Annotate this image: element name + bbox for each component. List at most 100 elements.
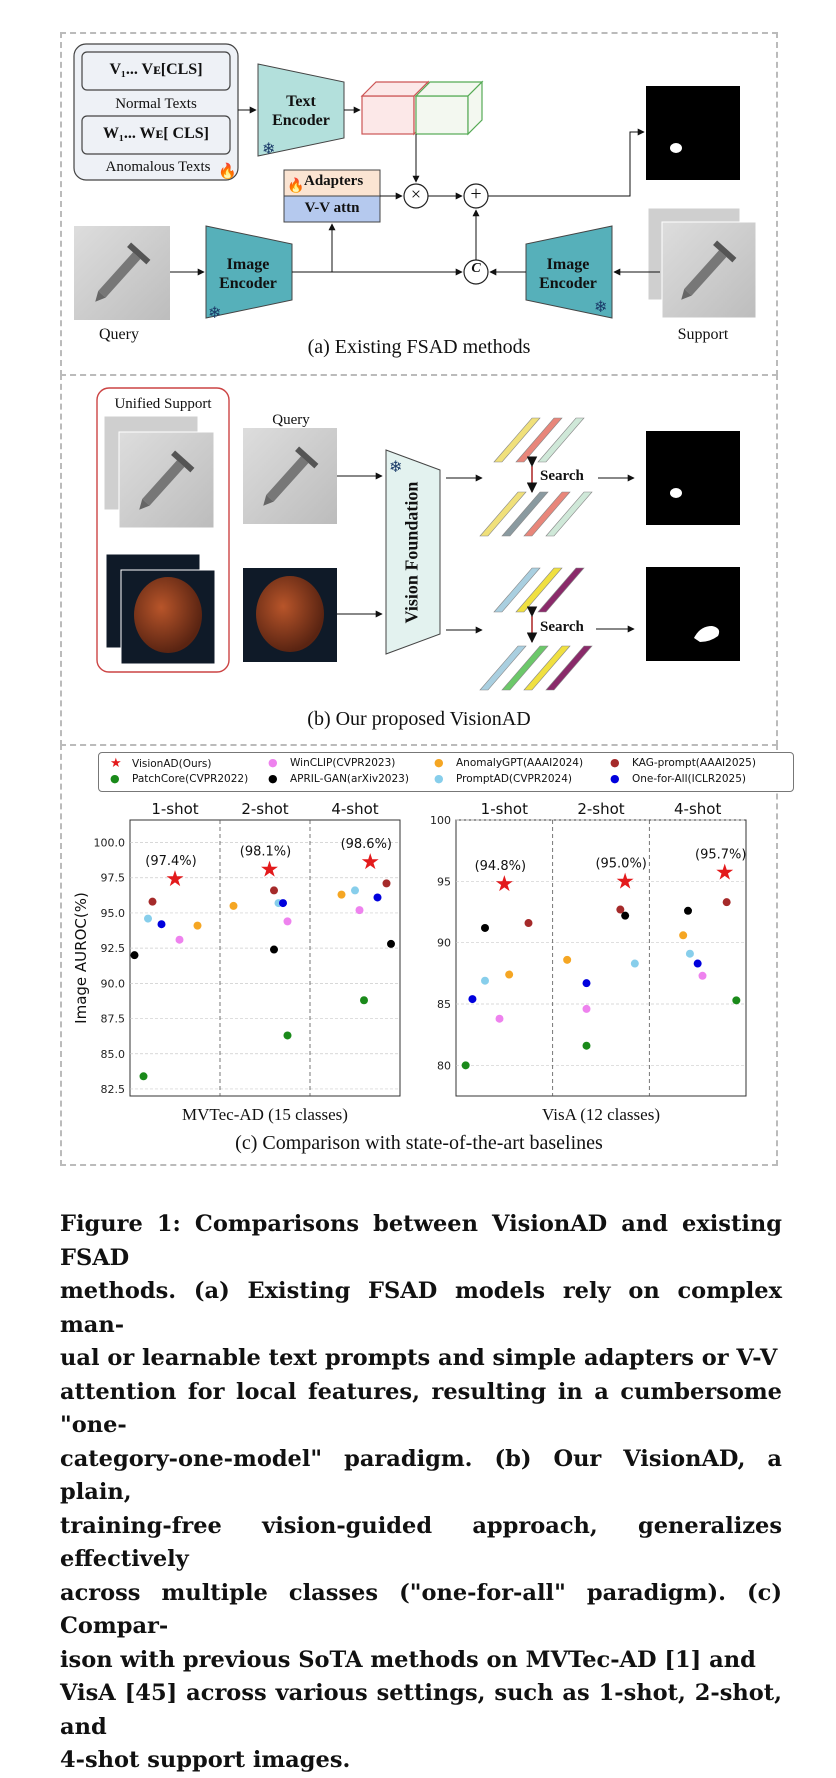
- dot-marker-icon: ●: [434, 772, 444, 785]
- y-tick-label: 97.5: [101, 872, 126, 885]
- annotation-label: (97.4%): [145, 854, 196, 869]
- data-point: [355, 906, 364, 915]
- data-point: [468, 995, 477, 1004]
- x-axis-label: VisA (12 classes): [542, 1105, 660, 1124]
- star-point: ★: [615, 868, 635, 893]
- normal-tokens: V₁... Vᴇ[CLS]: [109, 61, 203, 78]
- data-point: [139, 1072, 148, 1081]
- data-point: [524, 919, 533, 928]
- data-point: [144, 914, 152, 923]
- data-point: [373, 893, 382, 902]
- y-tick-label: 100.0: [94, 837, 126, 850]
- image-encoder-right-shape: [525, 225, 613, 319]
- image-encoder-right-label: Image Encoder: [539, 256, 597, 292]
- data-point: [283, 1031, 292, 1040]
- anomalous-token-box: [81, 115, 231, 155]
- data-point: [148, 897, 157, 906]
- image-encoder-left-label: Image Encoder: [219, 256, 277, 292]
- legend-item: ★ VisionAD(Ours): [110, 756, 212, 771]
- caption-line: methods. (a) Existing FSAD models rely o…: [60, 1278, 782, 1338]
- data-point: [732, 996, 741, 1005]
- normal-token-box: [81, 51, 231, 91]
- flame-icon: 🔥: [287, 177, 304, 194]
- data-point: [630, 959, 639, 968]
- y-tick-label: 87.5: [101, 1013, 126, 1026]
- data-point: [621, 911, 630, 920]
- dot-marker-icon: ●: [110, 772, 120, 785]
- data-point: [582, 1041, 591, 1050]
- feature-bars-top-row2: [479, 491, 593, 537]
- legend-label: KAG-prompt(AAAI2025): [632, 757, 756, 769]
- add-op-label: +: [470, 183, 482, 205]
- data-point: [582, 1004, 591, 1013]
- legend-label: WinCLIP(CVPR2023): [290, 757, 396, 769]
- star-point: ★: [360, 849, 380, 874]
- data-point: [481, 923, 489, 932]
- dot-marker-icon: ●: [268, 772, 278, 785]
- text-encoder-label: Text Encoder: [272, 93, 330, 129]
- star-point: ★: [494, 871, 514, 896]
- data-point: [279, 899, 287, 908]
- caption-line: ual or learnable text prompts and simple…: [60, 1345, 778, 1371]
- group-label: 1-shot: [151, 800, 198, 818]
- annotation-label: (94.8%): [475, 859, 526, 874]
- data-point: [693, 959, 702, 968]
- support-label-a: Support: [677, 326, 729, 343]
- data-point: [582, 979, 591, 988]
- plot-frame: [455, 819, 747, 1097]
- query-label-b: Query: [272, 412, 310, 428]
- legend-label: APRIL-GAN(arXiv2023): [290, 773, 409, 785]
- frozen-icon: ❄: [594, 299, 607, 316]
- frozen-icon: ❄: [208, 305, 221, 322]
- feature-bars-top-row1: [493, 417, 585, 463]
- caption-line: training-free vision-guided approach, ge…: [60, 1512, 782, 1573]
- legend-label: VisionAD(Ours): [132, 758, 212, 770]
- vv-attn-label: V-V attn: [304, 200, 360, 216]
- plot-frame: [129, 819, 401, 1097]
- caption-line: ison with previous SoTA methods on MVTec…: [60, 1646, 756, 1673]
- feature-cube-green: [414, 80, 484, 136]
- group-label: 1-shot: [481, 800, 528, 818]
- y-tick-label: 95.0: [101, 907, 126, 920]
- legend-label: PromptAD(CVPR2024): [456, 773, 572, 785]
- adapters-box: [283, 169, 381, 197]
- group-label: 2-shot: [577, 800, 624, 818]
- figure-caption: Figure 1: Comparisons between VisionAD a…: [60, 1208, 782, 1778]
- dot-marker-icon: ●: [434, 756, 444, 769]
- y-tick-label: 80: [437, 1059, 451, 1072]
- annotation-label: (95.7%): [695, 848, 746, 863]
- legend-label: One-for-All(ICLR2025): [632, 773, 746, 785]
- data-point: [175, 935, 184, 944]
- data-point: [360, 996, 368, 1005]
- adapters-label: Adapters: [304, 173, 364, 189]
- data-point: [157, 920, 166, 929]
- legend-item: ●KAG-prompt(AAAI2025): [610, 756, 756, 769]
- data-point: [382, 879, 391, 888]
- data-point: [283, 917, 292, 926]
- annotation-label: (98.6%): [341, 837, 392, 852]
- legend-item: ● APRIL-GAN(arXiv2023): [268, 772, 409, 785]
- screw-icon: [95, 242, 151, 302]
- panel-b-diagram: ❄: [96, 387, 740, 691]
- star-marker-icon: ★: [110, 756, 122, 771]
- legend-item: ●One-for-All(ICLR2025): [610, 772, 746, 785]
- data-point: [481, 976, 489, 985]
- y-tick-label: 95: [437, 875, 451, 888]
- frozen-icon: ❄: [262, 141, 275, 158]
- search-label-bottom: Search: [540, 619, 584, 635]
- legend-label: AnomalyGPT(AAAI2024): [456, 757, 584, 769]
- legend-item: ●WinCLIP(CVPR2023): [268, 756, 395, 769]
- data-point: [505, 970, 514, 979]
- frozen-icon: ❄: [389, 459, 402, 476]
- y-tick-label: 85: [437, 998, 451, 1011]
- star-point: ★: [260, 856, 280, 881]
- legend: [98, 752, 794, 792]
- output-mask-a: [646, 86, 740, 180]
- y-tick-label: 90.0: [101, 977, 126, 990]
- legend-label: PatchCore(CVPR2022): [132, 773, 249, 785]
- vision-foundation-label: Vision Foundation: [401, 481, 422, 624]
- y-tick-label: 90: [437, 937, 451, 950]
- data-point: [698, 971, 707, 980]
- feature-bars-bottom-row2: [479, 645, 593, 691]
